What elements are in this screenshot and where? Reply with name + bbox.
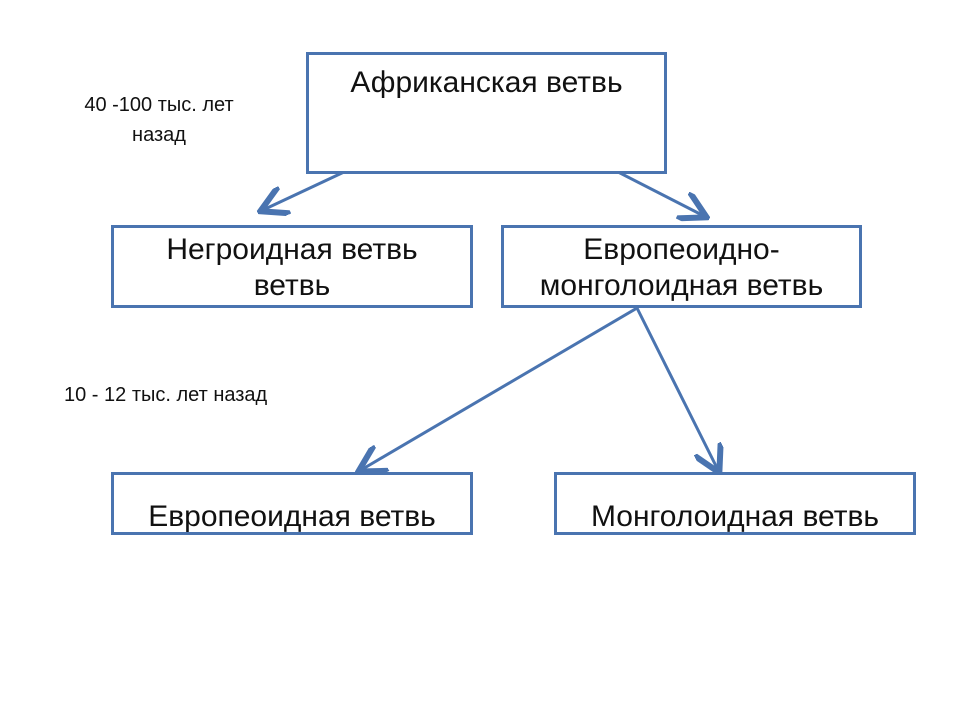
time-label-1: 40 -100 тыс. лет назад <box>66 90 252 150</box>
negroid-line2: ветвь <box>253 269 331 302</box>
euromongol-line2: монголоидная ветвь <box>539 269 824 302</box>
mongoloid-branch-box: Монголоидная ветвь <box>554 472 916 535</box>
arrow-to-mongoloid <box>635 307 718 470</box>
euromongol-line1: Европеоидно- <box>583 233 780 266</box>
europeoid-branch-box: Европеоидная ветвь <box>111 472 473 535</box>
african-branch-label: Африканская ветвь <box>350 66 623 99</box>
mongoloid-label: Монголоидная ветвь <box>590 500 880 533</box>
arrow-to-europeoid <box>361 306 638 470</box>
europeoid-label: Европеоидная ветвь <box>148 500 436 533</box>
african-branch-box: Африканская ветвь <box>306 52 667 174</box>
negroid-line1: Негроидная ветвь <box>166 233 418 266</box>
time-label-2: 10 - 12 тыс. лет назад <box>64 384 268 406</box>
time-label-1-line1: 40 -100 тыс. лет <box>84 94 234 116</box>
time-label-1-line2: назад <box>132 124 186 146</box>
euromongol-branch-box: Европеоидно-монголоидная ветвь <box>501 225 862 308</box>
